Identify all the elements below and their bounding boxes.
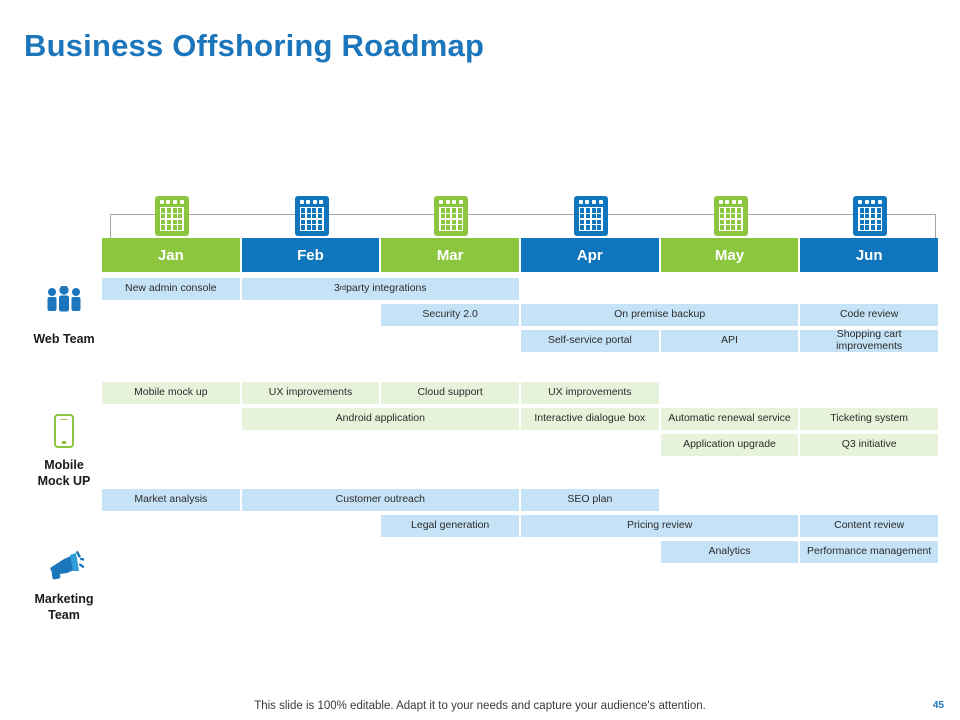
task-bar[interactable]: Content review xyxy=(800,515,938,537)
calendar-icon xyxy=(154,196,189,236)
smartphone-icon xyxy=(54,414,74,448)
task-bar[interactable]: Self-service portal xyxy=(521,330,659,352)
task-bar[interactable]: Cloud support xyxy=(381,382,519,404)
task-bar[interactable]: Legal generation xyxy=(381,515,519,537)
task-bar[interactable]: UX improvements xyxy=(521,382,659,404)
calendar-icon xyxy=(573,196,608,236)
calendar-icon xyxy=(713,196,748,236)
task-bar[interactable]: Application upgrade xyxy=(660,434,799,456)
task-bar[interactable]: Shopping cart improvements xyxy=(800,329,938,352)
month-header-mar[interactable]: Mar xyxy=(381,238,519,272)
task-bar[interactable]: New admin console xyxy=(102,278,240,300)
task-bar[interactable]: Interactive dialogue box xyxy=(521,408,659,430)
task-bar[interactable]: Analytics xyxy=(660,541,799,563)
task-bar[interactable]: On premise backup xyxy=(521,304,799,326)
footer-note: This slide is 100% editable. Adapt it to… xyxy=(254,700,706,712)
month-header-jan[interactable]: Jan xyxy=(102,238,240,272)
month-header-feb[interactable]: Feb xyxy=(241,238,380,272)
section-label-line: Marketing xyxy=(34,592,94,606)
timeline-bracket xyxy=(110,214,936,246)
page-title: Business Offshoring Roadmap xyxy=(24,28,485,63)
task-bar[interactable]: UX improvements xyxy=(241,382,380,404)
month-header-jun[interactable]: Jun xyxy=(800,238,938,272)
section-label-web: Web Team xyxy=(33,332,95,346)
task-bar[interactable]: Pricing review xyxy=(521,515,799,537)
section-label-line: Mobile xyxy=(44,458,84,472)
task-bar[interactable]: Security 2.0 xyxy=(381,304,519,326)
task-bar[interactable]: Android application xyxy=(241,408,519,430)
section-label-line: Team xyxy=(48,607,80,622)
task-bar[interactable]: Code review xyxy=(800,304,938,326)
task-bar[interactable]: Customer outreach xyxy=(241,489,519,511)
section-label-line: Mock UP xyxy=(37,473,91,488)
month-header-apr[interactable]: Apr xyxy=(521,238,659,272)
task-bar[interactable]: Automatic renewal service xyxy=(660,408,799,430)
task-bar[interactable]: Q3 initiative xyxy=(800,434,938,456)
calendar-icon xyxy=(853,196,888,236)
month-header-may[interactable]: May xyxy=(660,238,799,272)
task-bar[interactable]: SEO plan xyxy=(521,489,659,511)
task-bar[interactable]: Mobile mock up xyxy=(102,382,240,404)
task-bar[interactable]: API xyxy=(660,330,799,352)
page-number: 45 xyxy=(932,700,944,711)
megaphone-icon xyxy=(46,548,87,587)
task-bar[interactable]: Market analysis xyxy=(102,489,240,511)
task-bar[interactable]: Performance management xyxy=(800,541,938,563)
calendar-icon xyxy=(294,196,329,236)
calendar-icon xyxy=(434,196,469,236)
task-bar[interactable]: Ticketing system xyxy=(800,408,938,430)
people-group-icon xyxy=(44,285,84,317)
